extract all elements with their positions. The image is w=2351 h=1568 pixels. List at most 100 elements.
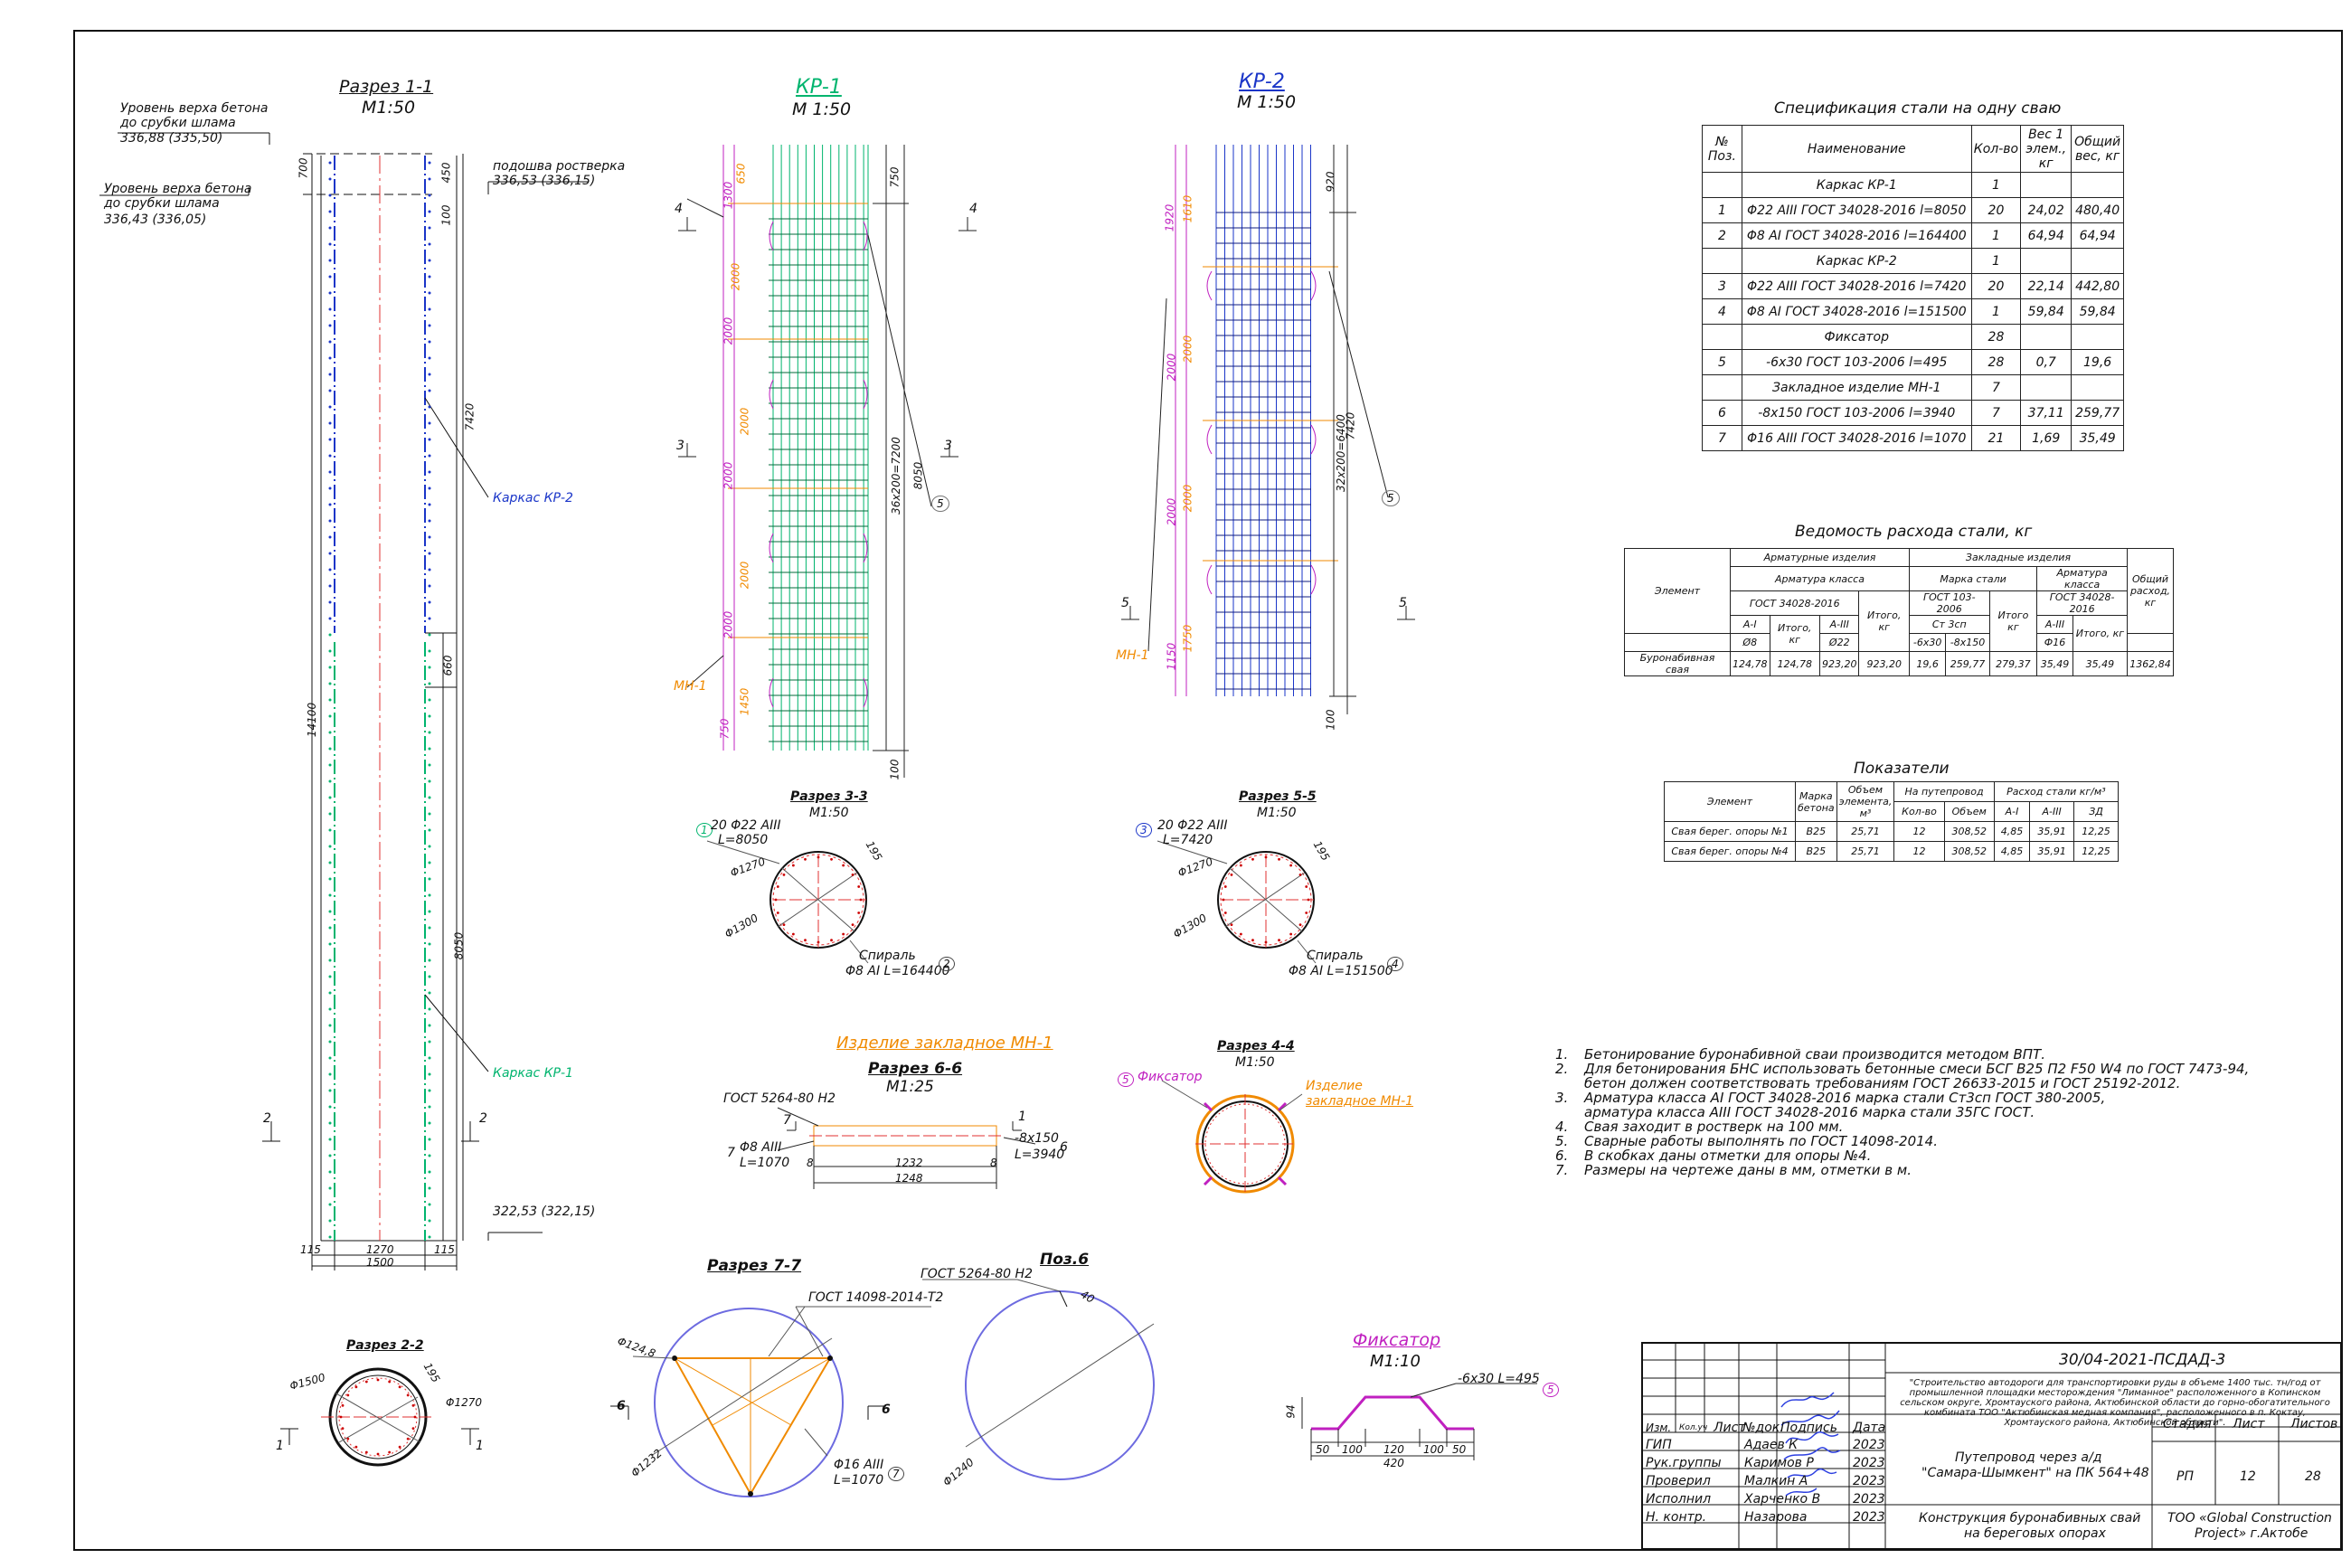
section-1-1-rebar-dot <box>428 1235 431 1239</box>
stamp-person: Малкин А <box>1744 1474 1808 1488</box>
section-rebar-dot <box>398 1445 401 1449</box>
spec-head-count: Кол-во <box>1970 125 2022 173</box>
spec-head-unit-weight: Вес 1 элем., кг <box>2020 125 2072 173</box>
ved-head-sum2: Итого, кг <box>1858 590 1910 652</box>
s77-pos7: 7 <box>888 1467 904 1481</box>
spec-cell: 2 <box>1702 222 1742 249</box>
section-rebar-dot <box>851 923 854 927</box>
pos6-title: Поз.6 <box>1040 1251 1090 1269</box>
spec-cell: 28 <box>1970 349 2022 375</box>
section-3-3-drawing <box>706 840 869 964</box>
section-1-1-rebar-dot <box>428 177 431 181</box>
section-1-1-rebar-dot <box>428 1040 431 1044</box>
section-1-1-rebar-dot <box>428 763 431 767</box>
kr1-dim-100: 100 <box>888 759 902 780</box>
stamp-role: Рук.группы <box>1646 1456 1722 1470</box>
stamp-sheet-value: 12 <box>2240 1469 2256 1484</box>
s33-pos-bubble: 1 <box>696 823 713 837</box>
ved-head-sum4: Итого, кг <box>2072 615 2129 652</box>
mn1-section-title: Разрез 6-6 <box>868 1060 963 1078</box>
kr2-pos5-bubble: 5 <box>1382 490 1400 506</box>
section-rebar-dot <box>804 939 807 942</box>
mn1-bar-length: L=1070 <box>740 1156 790 1170</box>
ved-head-8x150: -8х150 <box>1945 633 1990 652</box>
spec-cell: Φ8 AI ГОСТ 34028-2016 l=164400 <box>1741 222 1972 249</box>
section-1-1-rebar-dot <box>428 389 431 392</box>
section-1-1-rebar-dot <box>428 731 431 734</box>
section-1-1-rebar-dot <box>328 552 332 555</box>
section-1-1-rebar-dot <box>428 796 431 799</box>
section-rebar-dot <box>857 885 861 888</box>
section-rebar-dot <box>1239 932 1242 936</box>
spec-cell: 21 <box>1970 425 2022 451</box>
pok-cell: 12,25 <box>2073 821 2119 842</box>
spec-cell: 1 <box>1970 298 2022 325</box>
section-1-1-rebar-dot <box>328 454 332 458</box>
section-1-1-rebar-dot <box>428 1007 431 1011</box>
section-1-1-rebar-dot <box>328 1219 332 1223</box>
ved-cell: 35,49 <box>2072 651 2129 676</box>
section-1-1-rebar-dot <box>428 454 431 458</box>
pos6-gost: ГОСТ 5264-80 Н2 <box>921 1267 1033 1281</box>
section-1-1-rebar-dot <box>328 584 332 588</box>
pos6-drawing <box>922 1279 1155 1480</box>
level-value-1: 336,88 (335,50) <box>120 131 223 146</box>
dim-115b: 115 <box>434 1243 455 1256</box>
spec-cell: 259,77 <box>2071 400 2124 426</box>
note-text: Свая заходит в ростверк на 100 мм. <box>1584 1119 1844 1135</box>
note-line: 1.Бетонирование буронабивной сваи произв… <box>1555 1047 2249 1062</box>
s55-spiral-spec: Φ8 AI L=151500 <box>1289 964 1393 978</box>
section-1-1-rebar-dot <box>328 682 332 685</box>
section-rebar-dot <box>411 1403 415 1407</box>
section-1-1-rebar-dot <box>328 1154 332 1157</box>
section-1-1-rebar-dot <box>328 1203 332 1206</box>
ved-cell: 259,77 <box>1945 651 1990 676</box>
section-1-1-rebar-dot <box>328 1072 332 1076</box>
ved-head-embedded: Закладные изделия <box>1908 548 2129 567</box>
spec-cell: 19,6 <box>2071 349 2124 375</box>
stamp-role: Н. контр. <box>1646 1510 1707 1525</box>
spec-cell: Каркас КР-1 <box>1741 172 1972 198</box>
section-1-1-rebar-dot <box>428 1056 431 1060</box>
section-1-1-rebar-dot <box>328 666 332 669</box>
kr2-cage-drawing <box>1121 145 1415 714</box>
stamp-sheets-value: 28 <box>2305 1469 2321 1484</box>
ved-cell: 19,6 <box>1908 651 1947 676</box>
note-number: 2. <box>1555 1061 1569 1077</box>
ved-head-sum1: Итого, кг <box>1769 615 1820 652</box>
kr2-cut-5-right: 5 <box>1399 596 1407 610</box>
note-number: 1. <box>1555 1046 1569 1063</box>
section-1-1-rebar-dot <box>428 356 431 360</box>
section-1-1-rebar-dot <box>328 942 332 946</box>
dim-14100: 14100 <box>306 702 319 738</box>
section-1-1-rebar-dot <box>328 926 332 930</box>
section-1-1-rebar-dot <box>428 340 431 344</box>
pok-table: Элемент Марка бетона Объем элемента, м³ … <box>1664 781 2120 862</box>
section-rebar-dot <box>341 1427 345 1431</box>
pok-cell: 35,91 <box>2029 841 2075 862</box>
section-1-1-rebar-dot <box>328 568 332 571</box>
section-1-1-rebar-dot <box>428 1203 431 1206</box>
mn1-gost: ГОСТ 5264-80 Н2 <box>723 1091 836 1106</box>
bottom-level: 322,53 (322,15) <box>493 1204 596 1219</box>
pok-cell: 25,71 <box>1836 821 1895 842</box>
s55-pos-bubble: 3 <box>1136 823 1152 837</box>
section-rebar-dot <box>776 912 779 914</box>
spec-cell <box>2071 324 2124 350</box>
kr1-mn1-label: МН-1 <box>674 679 707 694</box>
spec-cell: 37,11 <box>2020 400 2072 426</box>
fixator-spec: -6х30 L=495 <box>1458 1372 1540 1386</box>
kr1-dim-650: 650 <box>734 163 748 184</box>
s44-fixator-pos: 5 <box>1118 1072 1134 1087</box>
cut-2-left: 2 <box>263 1111 271 1126</box>
spec-cell: 1 <box>1970 172 2022 198</box>
spec-cell <box>1702 248 1742 274</box>
section-rebar-dot <box>406 1393 410 1397</box>
section-1-1-rebar-dot <box>328 731 332 734</box>
section-rebar-dot <box>782 873 786 876</box>
note-text: арматура класса AIII ГОСТ 34028-2016 мар… <box>1584 1104 2035 1120</box>
pok-head-consumption: Расход стали кг/м³ <box>1993 781 2120 802</box>
section-1-1-rebar-dot <box>428 307 431 311</box>
section-1-1-rebar-dot <box>328 649 332 653</box>
section-1-1-rebar-dot <box>428 470 431 474</box>
